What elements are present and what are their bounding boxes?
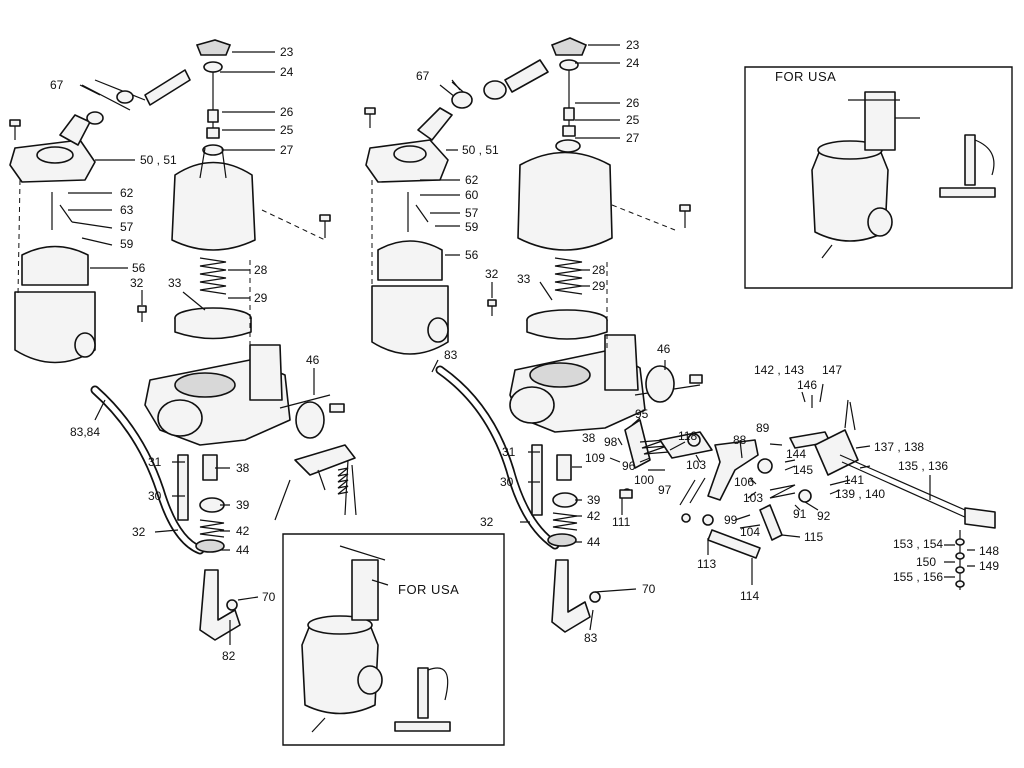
callout-r38: 38 [582,431,596,445]
callout-l50-51: 50 , 51 [140,153,177,167]
callout-r96: 96 [622,459,636,473]
callout-r50-51: 50 , 51 [462,143,499,157]
callout-r27: 27 [626,131,640,145]
right-carburetor [365,37,996,633]
inset-title: FOR USA [775,69,836,84]
callout-l31: 31 [148,455,162,469]
callout-r150: 150 [916,555,936,569]
callout-r135-136: 135 , 136 [898,459,948,473]
callout-l23: 23 [280,45,294,59]
callout-r42: 42 [587,509,601,523]
callout-l33: 33 [168,276,182,290]
callout-r147: 147 [822,363,842,377]
callout-r155-156: 155 , 156 [893,570,943,584]
callout-r115: 115 [804,530,823,544]
callout-r70: 70 [642,582,656,596]
callout-r139-140: 139 , 140 [835,487,885,501]
callout-r62: 62 [465,173,479,187]
callout-l62: 62 [120,186,134,200]
callout-r118: 118 [678,429,697,443]
callout-r144: 144 [786,447,806,461]
callout-r46: 46 [657,342,671,356]
callout-r25: 25 [626,113,640,127]
callout-l32b: 32 [132,525,146,539]
callout-r137-138: 137 , 138 [874,440,924,454]
callout-r89: 89 [756,421,770,435]
callout-l59: 59 [120,237,134,251]
callout-l24: 24 [280,65,294,79]
inset-title-2: FOR USA [398,582,459,597]
inset-top-right: FOR USA [744,66,1013,289]
callout-r28: 28 [592,263,606,277]
callout-r67: 67 [416,69,430,83]
callout-r88: 88 [733,433,747,447]
callout-l70: 70 [262,590,276,604]
callout-r142-143: 142 , 143 [754,363,804,377]
callout-l32a: 32 [130,276,144,290]
callout-l39: 39 [236,498,250,512]
callout-r97: 97 [658,483,672,497]
inset-bottom-center: FOR USA [282,533,505,746]
callout-r148: 148 [979,544,999,558]
callout-l29: 29 [254,291,268,305]
callout-r60: 60 [465,188,479,202]
callout-l27: 27 [280,143,294,157]
callout-r114: 114 [740,589,759,603]
callout-r98: 98 [604,435,618,449]
callout-r39: 39 [587,493,601,507]
callout-l42: 42 [236,524,250,538]
callout-r59: 59 [465,220,479,234]
callout-r33: 33 [517,272,531,286]
callout-l25: 25 [280,123,294,137]
callout-r111: 111 [612,515,631,529]
leader-lines [68,44,975,645]
callout-l63: 63 [120,203,134,217]
callout-r56: 56 [465,248,479,262]
callout-l46: 46 [306,353,320,367]
callout-r100: 100 [634,473,654,487]
callout-l38: 38 [236,461,250,475]
callout-r57: 57 [465,206,479,220]
callout-r103b: 103 [743,491,763,505]
callout-r145: 145 [793,463,813,477]
left-carburetor [9,39,357,641]
callout-r31: 31 [502,445,516,459]
callout-r30: 30 [500,475,514,489]
callout-l67: 67 [50,78,64,92]
callout-r103a: 103 [686,458,706,472]
callout-r113: 113 [697,557,716,571]
callout-r32b: 32 [480,515,494,529]
callout-r149: 149 [979,559,999,573]
callout-l30: 30 [148,489,162,503]
callout-r109: 109 [585,451,605,465]
callout-r106: 106 [734,475,754,489]
callout-l56: 56 [132,261,146,275]
callout-l57: 57 [120,220,134,234]
callout-r83b: 83 [584,631,598,645]
callout-r104: 104 [740,525,760,539]
callout-labels: 23 24 67 26 25 27 50 , 51 62 63 57 59 56… [50,38,999,663]
callout-l44: 44 [236,543,250,557]
callout-r29: 29 [592,279,606,293]
callout-l28: 28 [254,263,268,277]
callout-r153-154: 153 , 154 [893,537,943,551]
callout-r91: 91 [793,507,807,521]
callout-r95: 95 [635,407,649,421]
callout-r99: 99 [724,513,738,527]
callout-r44: 44 [587,535,601,549]
callout-r23: 23 [626,38,640,52]
callout-r83: 83 [444,348,458,362]
callout-r24: 24 [626,56,640,70]
callout-r92: 92 [817,509,831,523]
callout-l83-84: 83,84 [70,425,100,439]
callout-l26: 26 [280,105,294,119]
bolts [9,107,703,499]
callout-r26: 26 [626,96,640,110]
callout-l82: 82 [222,649,236,663]
callout-r32a: 32 [485,267,499,281]
callout-r146: 146 [797,378,817,392]
callout-r141: 141 [844,473,864,487]
